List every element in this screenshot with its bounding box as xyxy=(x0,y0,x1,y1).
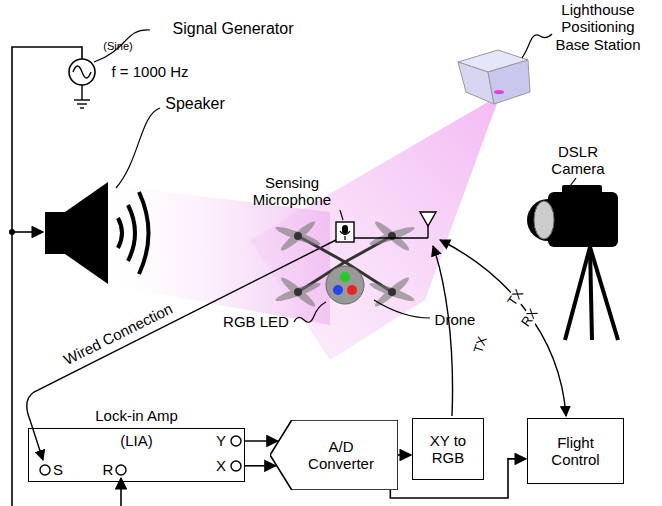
radio-link xyxy=(433,246,453,416)
wire xyxy=(12,47,82,506)
pin-terminal xyxy=(231,436,241,446)
ground-symbol xyxy=(74,85,90,108)
connector-arrow xyxy=(245,465,276,467)
wire xyxy=(120,478,122,506)
waveform-note: (Sine) xyxy=(103,40,132,53)
leader-line xyxy=(340,210,343,220)
connector-arrow xyxy=(245,440,278,442)
pin-name: X xyxy=(216,457,226,474)
pin-terminal xyxy=(116,465,126,475)
component-label: RGB LED xyxy=(223,313,289,330)
wire-label: Wired Connection xyxy=(61,300,175,369)
leader-line xyxy=(294,302,326,322)
box-heading: Lock-in Amp xyxy=(95,407,178,424)
component-label: DSLR Camera xyxy=(547,143,609,178)
component-label: Signal Generator xyxy=(173,20,294,38)
leader-line xyxy=(116,108,160,188)
component-label: Sensing Microphone xyxy=(245,174,340,209)
signal-label: TX xyxy=(504,285,528,310)
process-box: XY to RGB xyxy=(412,418,484,480)
pentagon-outline xyxy=(270,420,398,490)
leader-line xyxy=(570,178,576,186)
speaker-symbol xyxy=(65,182,108,284)
leader-line xyxy=(94,30,150,62)
leader-line xyxy=(374,300,430,318)
wire xyxy=(12,231,43,233)
signal-generator-symbol xyxy=(69,59,95,85)
converter-shape: A/D Converter xyxy=(270,420,398,490)
sound-waves xyxy=(118,192,149,274)
frequency-value: f = 1000 Hz xyxy=(111,63,188,80)
leader-line xyxy=(522,34,552,58)
process-box: Flight Control xyxy=(527,418,624,484)
sine-glyph xyxy=(73,66,91,78)
pin-name: Y xyxy=(216,432,226,449)
pin-terminal xyxy=(40,465,50,475)
base-station xyxy=(458,50,530,104)
box-text: Flight Control xyxy=(540,434,612,469)
box-text: XY to RGB xyxy=(427,432,469,467)
pin-name: S xyxy=(53,461,63,478)
component-label: Lighthouse Positioning Base Station xyxy=(544,1,652,53)
component-label: Speaker xyxy=(165,95,225,113)
pin-terminal xyxy=(231,461,241,471)
pin-name: R xyxy=(103,461,114,478)
connector-arrow xyxy=(398,454,411,456)
drone-illustration xyxy=(274,212,436,309)
speaker-symbol xyxy=(45,212,65,254)
signal-label: RX xyxy=(518,305,543,332)
box-text: (LIA) xyxy=(120,432,153,449)
component-label: Drone xyxy=(435,311,476,328)
signal-label: TX xyxy=(471,333,492,357)
camera-illustration xyxy=(527,185,618,340)
box-text: A/D Converter xyxy=(286,438,382,473)
